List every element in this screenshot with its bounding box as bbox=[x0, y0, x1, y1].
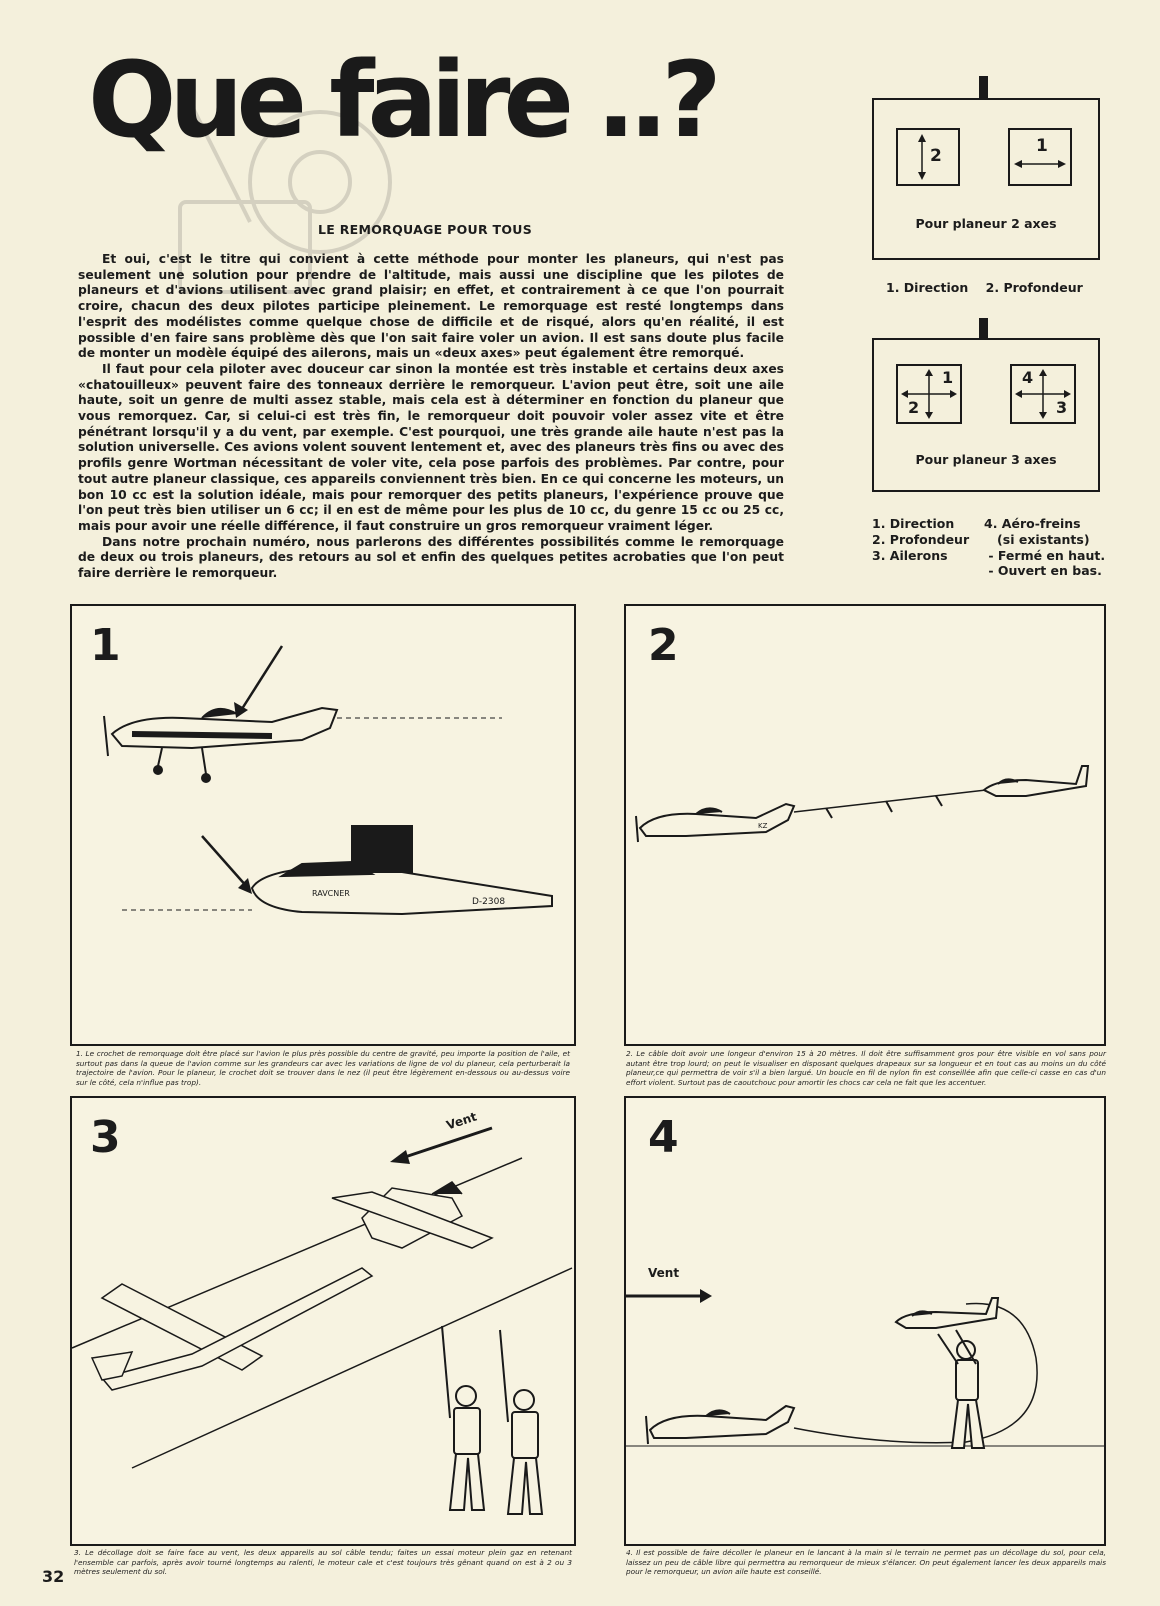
antenna-icon bbox=[979, 318, 988, 342]
diagram-legend-left: 1. Direction 2. Profondeur 3. Ailerons bbox=[872, 516, 970, 563]
takeoff-illustration bbox=[72, 1126, 573, 1515]
panel-caption: 4. Il est possible de faire décoller le … bbox=[626, 1548, 1106, 1577]
glider-registration: D-2308 bbox=[472, 897, 505, 907]
panel-number: 1 bbox=[90, 620, 121, 671]
page-number: 32 bbox=[42, 1567, 65, 1586]
diagram-legend-right: 4. Aéro-freins (si existants) - Fermé en… bbox=[984, 516, 1106, 579]
article-body: Et oui, c'est le titre qui convient à ce… bbox=[78, 252, 784, 582]
article-subtitle: LE REMORQUAGE POUR TOUS bbox=[318, 222, 533, 237]
diagram-label: Pour planeur 3 axes bbox=[915, 452, 1057, 467]
transmitter-3-axes-diagram: 1 2 4 3 Pour planeur 3 axes bbox=[872, 338, 1100, 492]
panel-caption: 3. Le décollage doit se faire face au ve… bbox=[74, 1548, 572, 1577]
illustration-panel-4: 4 Vent bbox=[624, 1096, 1106, 1546]
illustration-panel-1: 1 RAVCNER D-2308 bbox=[70, 604, 576, 1046]
panel-caption: 2. Le câble doit avoir une longeur d'env… bbox=[626, 1049, 1106, 1087]
page-title: Que faire ..? bbox=[88, 39, 722, 161]
stick-number: 2 bbox=[908, 398, 920, 417]
illustration-panel-2: 2 KZ bbox=[624, 604, 1106, 1046]
transmitter-2-axes-diagram: 2 1 Pour planeur 2 axes bbox=[872, 98, 1100, 260]
panel-number: 4 bbox=[648, 1112, 679, 1163]
panel-number: 2 bbox=[648, 620, 679, 671]
stick-number: 1 bbox=[942, 368, 954, 387]
right-stick-box: 4 3 bbox=[1010, 364, 1076, 424]
cross-arrow-icon bbox=[901, 369, 957, 419]
illustration-panel-3: 3 Vent bbox=[70, 1096, 576, 1546]
cross-arrow-icon bbox=[1015, 369, 1071, 419]
towplane-and-glider-hook-illustration: RAVCNER D-2308 bbox=[103, 645, 553, 916]
antenna-icon bbox=[979, 76, 988, 100]
left-stick-box: 2 bbox=[896, 128, 960, 186]
wind-label: Vent bbox=[648, 1266, 680, 1280]
stick-number: 1 bbox=[1036, 136, 1048, 156]
diagram-label: Pour planeur 2 axes bbox=[915, 216, 1057, 231]
panel-caption: 1. Le crochet de remorquage doit être pl… bbox=[76, 1049, 570, 1087]
vertical-arrow-icon bbox=[918, 134, 926, 180]
stick-number: 2 bbox=[930, 146, 942, 166]
horizontal-arrow-icon bbox=[1014, 160, 1066, 168]
stick-number: 3 bbox=[1056, 398, 1068, 417]
article-paragraph: Il faut pour cela piloter avec douceur c… bbox=[78, 361, 784, 533]
stick-number: 4 bbox=[1022, 368, 1034, 387]
left-stick-box: 1 2 bbox=[896, 364, 962, 424]
plane-code: KZ bbox=[758, 822, 768, 830]
glider-name: RAVCNER bbox=[312, 889, 350, 898]
towing-cable-illustration: KZ bbox=[635, 765, 1090, 843]
article-paragraph: Dans notre prochain numéro, nous parlero… bbox=[78, 534, 784, 581]
panel-number: 3 bbox=[90, 1112, 121, 1163]
article-paragraph: Et oui, c'est le titre qui convient à ce… bbox=[78, 252, 784, 361]
watermark-stamp bbox=[178, 101, 392, 294]
diagram-legend: 1. Direction 2. Profondeur bbox=[886, 280, 1083, 295]
hand-launch-illustration bbox=[626, 1289, 1104, 1449]
right-stick-box: 1 bbox=[1008, 128, 1072, 186]
